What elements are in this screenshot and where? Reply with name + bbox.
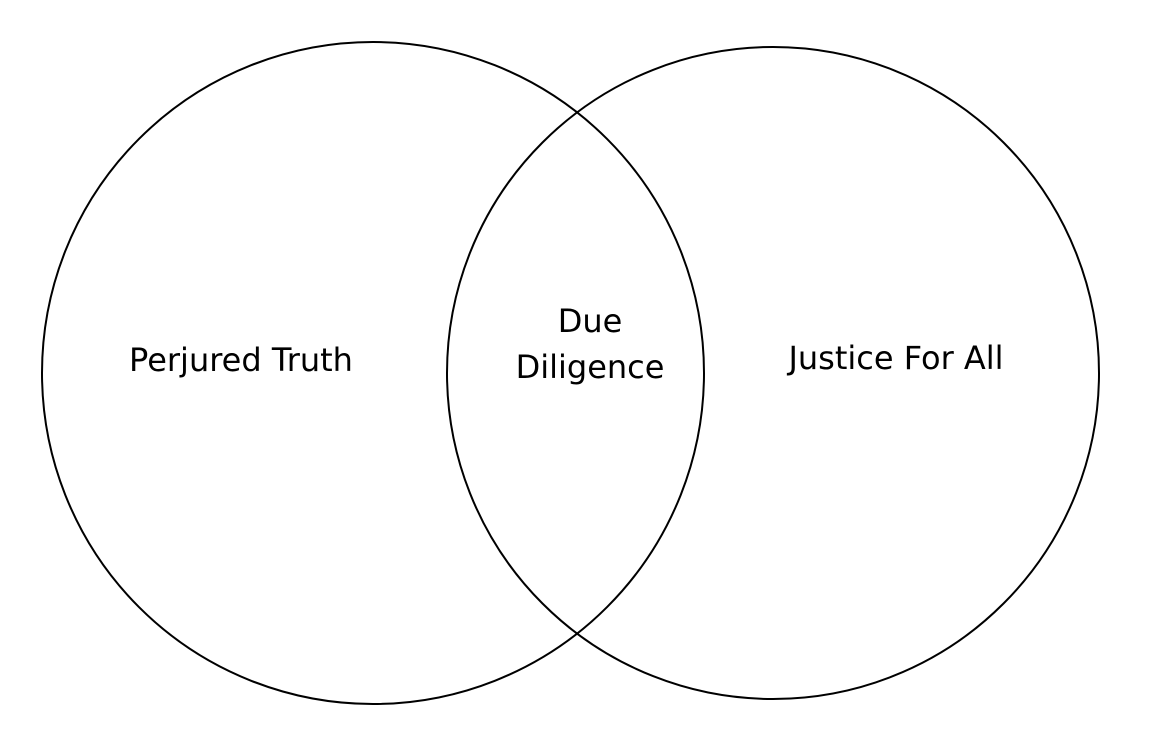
intersection-label-line2: Diligence <box>515 348 665 386</box>
intersection-label-line1: Due <box>557 302 623 340</box>
intersection-label: Due Diligence <box>480 298 700 390</box>
right-set-label: Justice For All <box>788 339 1004 377</box>
left-circle <box>41 41 705 705</box>
right-circle <box>446 46 1100 700</box>
left-set-label: Perjured Truth <box>129 341 353 379</box>
